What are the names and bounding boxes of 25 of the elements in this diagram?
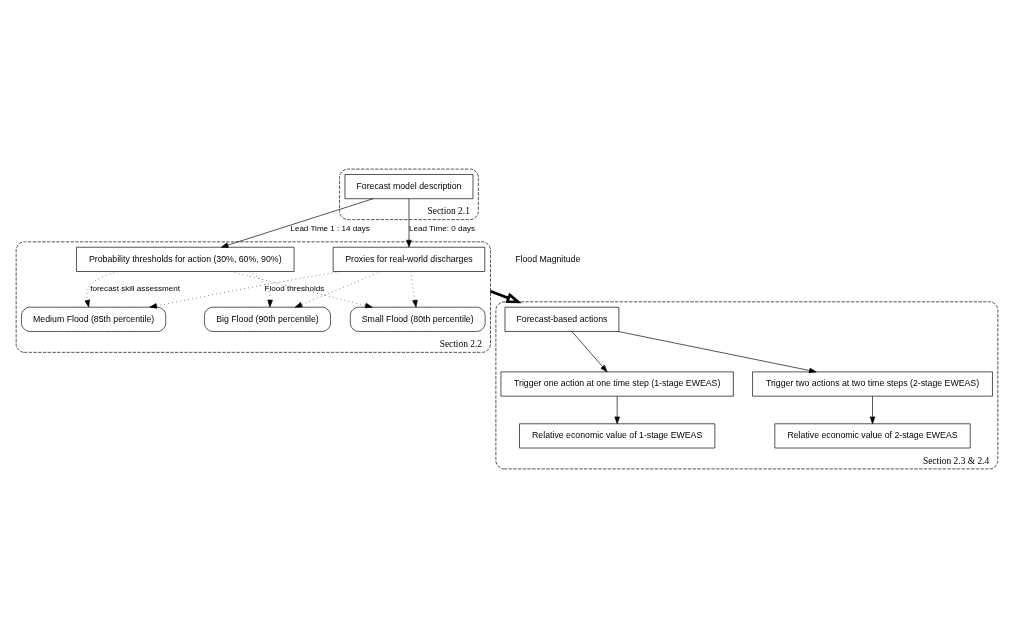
node-box: Probability thresholds for action (30%, 60%, 90%) [76,246,295,272]
arrow [614,395,620,424]
arrow [617,330,817,373]
label: Flood Magnitude [515,253,581,264]
node-box: Trigger one action at one time step (1-stage EWEAS) [500,371,734,396]
arrow [869,395,876,424]
node-box: Relative economic value of 1-stage EWEAS [519,422,716,448]
arrow [248,270,273,307]
node-box: Relative economic value of 2-stage EWEAS [774,422,971,448]
node-box: Proxies for real-world discharges [332,246,486,272]
arrow [84,270,119,307]
node-box: Trigger two actions at two time steps (2-stage EWEAS) [752,371,993,396]
arrow [410,270,418,307]
arrow [406,197,412,247]
node-box: Medium Flood (85th percentile) [21,306,167,332]
arrow [149,270,341,309]
arrow [294,270,382,307]
arrow [490,289,522,303]
node-box: Small Flood (80th percentile) [350,306,486,332]
node-box: Forecast-based actions [504,306,620,332]
arrow [230,270,373,308]
arrow [571,330,608,372]
node-box: Forecast model description [344,173,474,199]
arrow [220,197,374,248]
node-box: Big Flood (90th percentile) [204,306,331,332]
